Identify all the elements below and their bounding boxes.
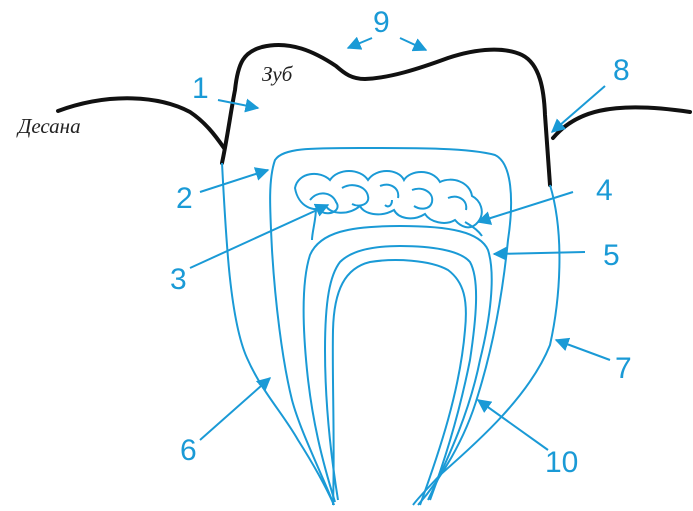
arrow-10 bbox=[478, 400, 548, 450]
tooth-label: Зуб bbox=[262, 62, 294, 86]
callout-4: 4 bbox=[596, 174, 613, 207]
callout-10: 10 bbox=[545, 446, 578, 479]
callout-2: 2 bbox=[176, 182, 193, 215]
callout-7: 7 bbox=[615, 352, 632, 385]
arrow-3 bbox=[190, 205, 328, 268]
callout-arrows bbox=[190, 38, 610, 450]
gum-line-right bbox=[553, 107, 690, 138]
callout-5: 5 bbox=[603, 239, 620, 272]
outer-root-outline bbox=[222, 163, 559, 505]
arrow-2 bbox=[200, 170, 268, 192]
callout-9: 9 bbox=[373, 6, 390, 39]
callout-1: 1 bbox=[192, 72, 209, 105]
callout-6: 6 bbox=[180, 434, 197, 467]
arrow-7 bbox=[556, 340, 610, 360]
gum-line-left bbox=[58, 98, 224, 148]
callout-3: 3 bbox=[170, 263, 187, 296]
gum-label: Десана bbox=[16, 114, 81, 138]
callout-8: 8 bbox=[613, 54, 630, 87]
arrow-8 bbox=[552, 86, 605, 132]
arrow-9a bbox=[348, 38, 372, 48]
arrow-6 bbox=[200, 378, 270, 440]
arrow-4 bbox=[478, 192, 573, 222]
arrow-9b bbox=[400, 38, 426, 50]
arrow-1 bbox=[218, 100, 258, 108]
